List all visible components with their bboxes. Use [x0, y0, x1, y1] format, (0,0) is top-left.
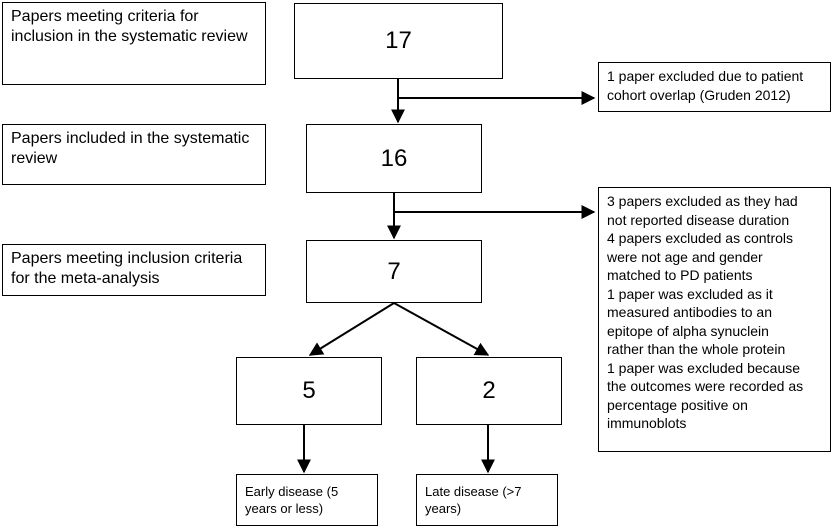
- count-box-7: 7: [306, 240, 482, 303]
- count-box-16-value: 16: [380, 144, 408, 172]
- exclusion-note-1-line: 1 paper excluded due to patient: [607, 68, 804, 84]
- count-box-17: 17: [294, 3, 503, 79]
- exclusion-note-2-line: epitope of alpha synuclein: [607, 322, 769, 339]
- exclusion-note-2-line: were not age and gender: [607, 248, 763, 265]
- outcome-box-late: Late disease (>7 years): [416, 474, 558, 526]
- exclusion-note-2-line: 1 paper was excluded as it: [607, 285, 773, 302]
- stage-label-3: Papers meeting inclusion criteria for th…: [2, 244, 266, 296]
- stage-label-1-text: Papers meeting criteria for inclusion in…: [11, 8, 248, 45]
- count-box-2-value: 2: [482, 377, 496, 404]
- count-box-5: 5: [236, 357, 382, 425]
- exclusion-note-2-line: immunoblots: [607, 415, 687, 431]
- count-box-5-value: 5: [302, 377, 316, 404]
- stage-label-1: Papers meeting criteria for inclusion in…: [2, 2, 266, 85]
- arrow-7-to-5: [308, 302, 395, 356]
- stage-label-3-text: Papers meeting inclusion criteria for th…: [11, 250, 243, 287]
- exclusion-note-1: 1 paper excluded due to patient cohort o…: [598, 62, 831, 112]
- count-box-7-value: 7: [387, 257, 401, 285]
- arrow-7-to-2: [393, 302, 490, 356]
- exclusion-note-2-line: 1 paper was excluded because: [607, 359, 801, 376]
- outcome-box-early-line: years or less): [245, 501, 324, 516]
- exclusion-note-2-line: 3 papers excluded as they had: [607, 193, 798, 209]
- exclusion-note-2-line: 4 papers excluded as controls: [607, 230, 793, 246]
- exclusion-note-1-line: cohort overlap (Gruden 2012): [607, 86, 791, 103]
- outcome-box-late-line: years): [425, 501, 462, 516]
- outcome-box-late-line: Late disease (>7: [425, 484, 522, 499]
- count-box-17-value: 17: [385, 27, 412, 54]
- outcome-box-early: Early disease (5 years or less): [236, 474, 378, 526]
- exclusion-note-2-line: measured antibodies to an: [607, 304, 772, 320]
- stage-label-2-text: Papers included in the systematic review: [11, 130, 250, 167]
- count-box-16: 16: [306, 124, 482, 193]
- exclusion-note-2-line: not reported disease duration: [607, 211, 790, 228]
- exclusion-note-2-line: rather than the whole protein: [607, 341, 786, 357]
- exclusion-note-2-line: the outcomes were recorded as: [607, 378, 804, 394]
- exclusion-note-2: 3 papers excluded as they had not report…: [598, 187, 831, 452]
- exclusion-note-2-line: matched to PD patients: [607, 267, 753, 283]
- outcome-box-early-line: Early disease (5: [245, 484, 339, 499]
- count-box-2: 2: [416, 357, 562, 425]
- exclusion-note-2-line: percentage positive on: [607, 396, 748, 413]
- stage-label-2: Papers included in the systematic review: [2, 124, 266, 185]
